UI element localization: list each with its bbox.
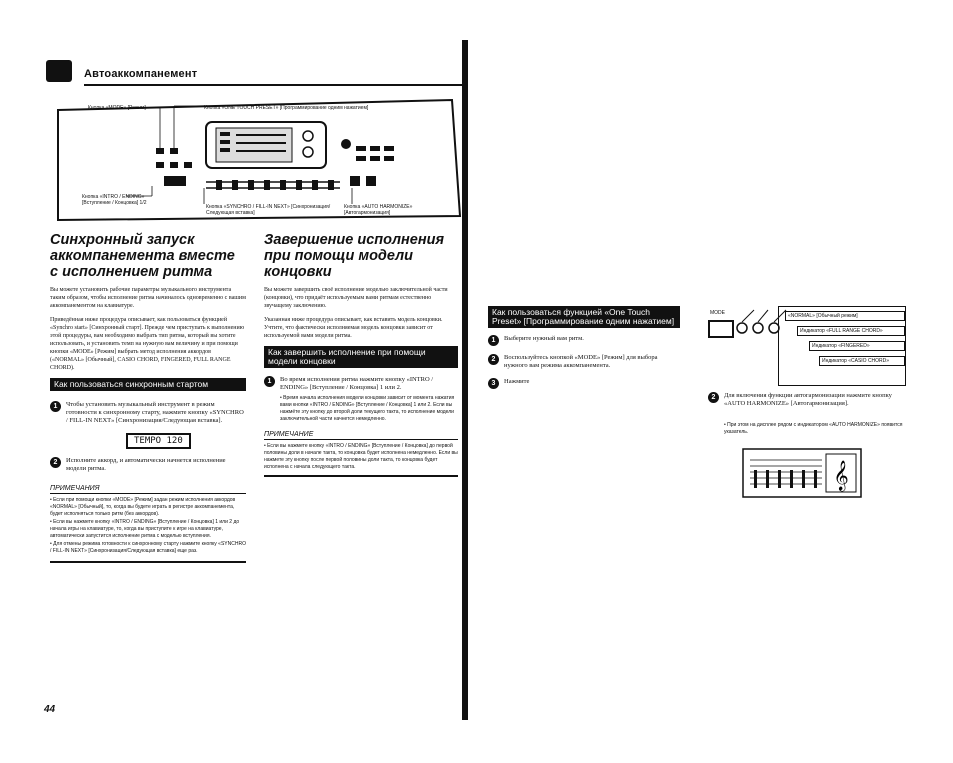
label-otp-button: Кнопка «ONE TOUCH PRESET» [Программирова… [204,105,369,111]
label-mode-button: Кнопка «MODE» [Режим] [88,105,146,111]
section-icon [46,60,72,82]
synchro-step-2: 2 Исполните аккорд, и автоматически начн… [50,457,246,473]
synchro-note-1: • Если при помощи кнопки «MODE» [Режим] … [50,497,236,517]
otp-step-1-text: Выберите нужный вам ритм. [504,335,584,342]
ending-step-1-text: Во время исполнения ритма нажмите кнопку… [280,376,434,391]
mode-button-label: MODE [710,310,725,316]
label-synchro-button: Кнопка «SYNCHRO / FILL-IN NEXT» [Синхрон… [206,204,331,216]
section-header: Автоаккомпанемент [84,68,198,80]
synchro-body: Вы можете установить рабочие параметры м… [50,286,246,372]
one-touch-banner: Как пользоваться функцией «One Touch Pre… [488,306,680,328]
ending-para-1: Вы можете завершить своё исполнение моде… [264,287,448,309]
step-number: 2 [488,354,499,365]
mode-leds-svg [736,309,787,334]
synchro-para-2: Приведённая ниже процедура описывает, ка… [50,317,245,371]
mode-button-icon [708,320,734,338]
lcd-display-svg: 𝄞 [742,448,862,498]
column-end-rule [264,475,458,477]
column-divider [462,40,468,720]
page-number: 44 [44,704,56,715]
header-rule [84,84,464,86]
synchro-notes: ПРИМЕЧАНИЯ • Если при помощи кнопки «MOD… [50,485,246,555]
synchro-notes-title: ПРИМЕЧАНИЯ [50,485,246,494]
ending-para-2: Указанная ниже процедура описывает, как … [264,317,443,339]
synchro-step-1: 1 Чтобы установить музыкальный инструмен… [50,401,246,425]
step-number: 1 [50,401,61,412]
synchro-note-2: • Если вы нажмете кнопку «INTRO / ENDING… [50,519,240,539]
otp-step-2-text: Воспользуйтесь кнопкой «MODE» [Режим] дл… [504,354,658,369]
step-number: 3 [488,378,499,389]
synchro-step-1-text: Чтобы установить музыкальный инструмент … [66,401,244,424]
synchro-banner: Как пользоваться синхронным стартом [50,378,246,391]
ending-note: • Если вы нажмете кнопку «INTRO / ENDING… [264,443,458,470]
section-title-synchro: Синхронный запуск аккомпанемента вместе … [50,232,235,280]
svg-text:𝄞: 𝄞 [833,460,848,492]
step-number: 1 [488,335,499,346]
mode-option-casio: Индикатор «CASIO CHORD» [819,356,905,366]
mode-option-fingered: Индикатор «FINGERED» [809,341,905,351]
otp-step-2: 2 Воспользуйтесь кнопкой «MODE» [Режим] … [488,354,680,370]
otp-step-2b-note: • При этом на дисплее рядом с индикаторо… [724,422,903,435]
tempo-display: TEMPO 120 [126,433,191,449]
column-one-touch: Как пользоваться функцией «One Touch Pre… [488,306,680,389]
synchro-note-3: • Для отмены режима готовности к синхрон… [50,541,246,554]
column-end-rule [50,561,246,563]
ending-step-1-note: • Время начала исполнения модели концовк… [280,395,455,422]
otp-step-2b-text: Для включения функции автогармонизации н… [724,392,892,407]
step-number: 1 [264,376,275,387]
otp-step-3: 3 Нажмите [488,378,680,389]
ending-notes-title: ПРИМЕЧАНИЕ [264,431,458,440]
keyboard-diagram: Кнопка «MODE» [Режим] Кнопка «ONE TOUCH … [56,96,462,224]
otp-step-3-text: Нажмите [504,378,530,385]
ending-notes: ПРИМЕЧАНИЕ • Если вы нажмете кнопку «INT… [264,431,458,471]
ending-banner: Как завершить исполнение при помощи моде… [264,346,458,368]
column-synchro-start: Синхронный запуск аккомпанемента вместе … [50,232,246,563]
label-autoharmonize-button: Кнопка «AUTO HARMONIZE» [Автогармонизаци… [344,204,413,216]
column-ending: Завершение исполнения при помощи модели … [264,232,458,477]
section-title-ending: Завершение исполнения при помощи модели … [264,232,444,280]
step-number: 2 [50,457,61,468]
synchro-step-2-text: Исполните аккорд, и автоматически начнет… [66,457,226,472]
ending-body: Вы можете завершить своё исполнение моде… [264,286,458,340]
otp-step-2b: 2 Для включения функции автогармонизации… [708,392,908,408]
ending-step-1: 1 Во время исполнения ритма нажмите кноп… [264,376,458,392]
step-number: 2 [708,392,719,403]
mode-options-box: «NORMAL» [Обычный режим] Индикатор «FULL… [778,306,906,386]
mode-option-normal: «NORMAL» [Обычный режим] [785,311,905,321]
mode-option-fullrange: Индикатор «FULL RANGE CHORD» [797,326,905,336]
label-intro-button: Кнопка «INTRO / ENDING» [Вступление / Ко… [82,194,147,206]
otp-step-1: 1 Выберите нужный вам ритм. [488,335,680,346]
keyboard-panel-svg [57,98,462,222]
synchro-para-1: Вы можете установить рабочие параметры м… [50,287,246,309]
